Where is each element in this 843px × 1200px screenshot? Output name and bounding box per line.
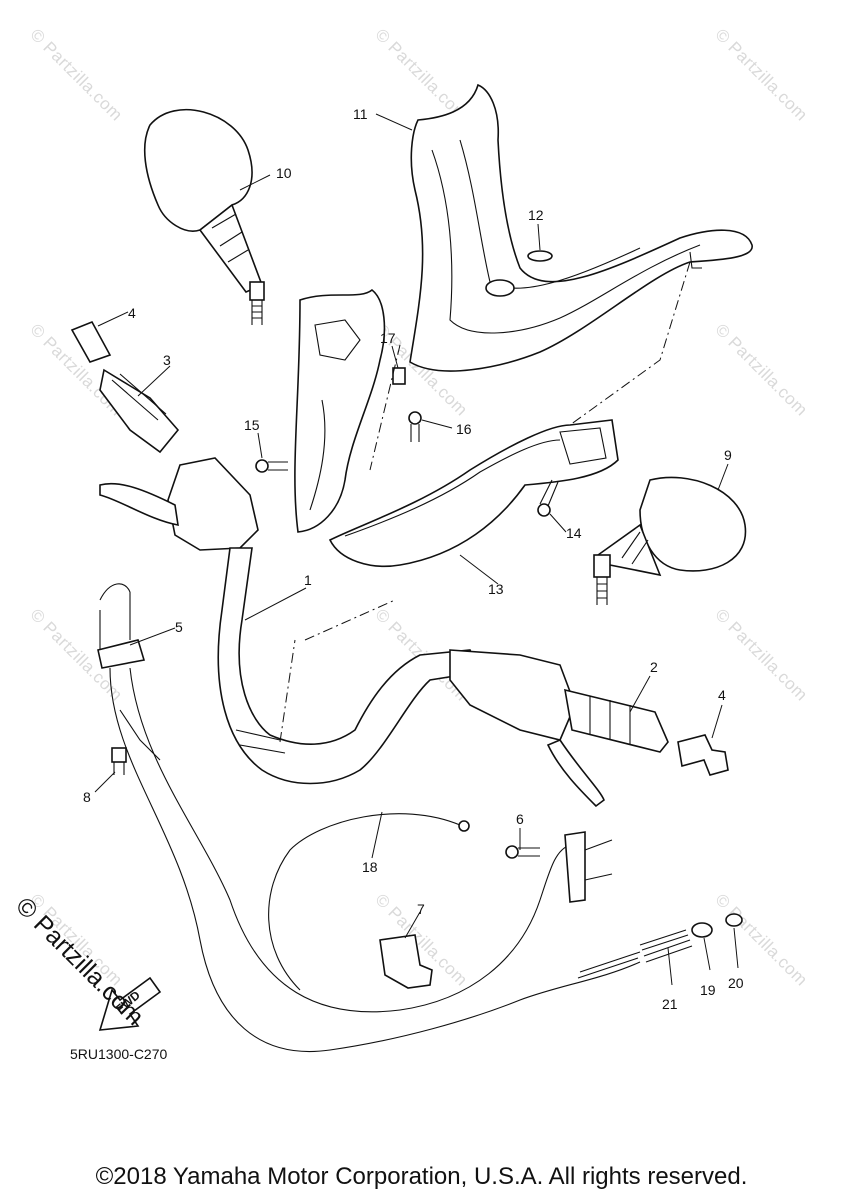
- callout-9: 9: [724, 447, 732, 463]
- callout-8: 8: [83, 789, 91, 805]
- switch-7[interactable]: [379, 934, 433, 989]
- handlebar[interactable]: [217, 547, 482, 785]
- callout-17: 17: [380, 330, 396, 346]
- mirror-right[interactable]: [593, 476, 747, 605]
- bar-end-right[interactable]: [677, 734, 729, 776]
- front-handle-cover[interactable]: [409, 83, 753, 372]
- callout-4-right: 4: [718, 687, 726, 703]
- copyright-notice: ©2018 Yamaha Motor Corporation, U.S.A. A…: [95, 1163, 748, 1190]
- throttle-cables[interactable]: [109, 667, 641, 1052]
- screw-16[interactable]: [408, 411, 422, 442]
- right-switch-and-lever[interactable]: [449, 649, 605, 808]
- callout-21: 21: [662, 996, 678, 1012]
- left-grip[interactable]: [99, 368, 180, 454]
- mirror-left[interactable]: [143, 108, 265, 325]
- lower-handle-cover[interactable]: [328, 419, 619, 568]
- callout-12: 12: [528, 207, 544, 223]
- screw-14[interactable]: [537, 479, 559, 517]
- nut-19[interactable]: [691, 922, 713, 938]
- brake-cable[interactable]: [268, 813, 470, 991]
- nut-20[interactable]: [725, 913, 743, 927]
- right-grip[interactable]: [564, 688, 669, 753]
- bolt-6[interactable]: [505, 845, 540, 859]
- callout-3: 3: [163, 352, 171, 368]
- leader-lines: [94, 113, 739, 986]
- callout-5: 5: [175, 619, 183, 635]
- callout-4-left: 4: [128, 305, 136, 321]
- callout-labels: 1 2 3 4 4 5 6 7 8 9 10 11 12 13 14 15 16…: [83, 106, 744, 1012]
- callout-11: 11: [353, 106, 368, 122]
- callout-2: 2: [650, 659, 658, 675]
- screw-15[interactable]: [255, 459, 288, 473]
- bar-end-left[interactable]: [70, 320, 112, 363]
- callout-14: 14: [566, 525, 582, 541]
- left-switch-and-lever[interactable]: [99, 457, 259, 551]
- callout-15: 15: [244, 417, 260, 433]
- bolt-8[interactable]: [111, 747, 127, 775]
- callout-20: 20: [728, 975, 744, 991]
- diagram-code: 5RU1300-C270: [70, 1046, 168, 1062]
- emblem[interactable]: [527, 250, 553, 262]
- callout-16: 16: [456, 421, 472, 437]
- spring-21[interactable]: [577, 929, 693, 979]
- alignment-lines: [279, 261, 691, 743]
- callout-1: 1: [304, 572, 312, 588]
- center-panel[interactable]: [294, 288, 386, 533]
- cable-holder[interactable]: [97, 583, 146, 669]
- cable-bracket[interactable]: [564, 831, 613, 903]
- callout-10: 10: [276, 165, 292, 181]
- callout-6: 6: [516, 811, 524, 827]
- callout-18: 18: [362, 859, 378, 875]
- callout-13: 13: [488, 581, 504, 597]
- clip[interactable]: [392, 367, 406, 385]
- callout-7: 7: [417, 901, 425, 917]
- callout-19: 19: [700, 982, 716, 998]
